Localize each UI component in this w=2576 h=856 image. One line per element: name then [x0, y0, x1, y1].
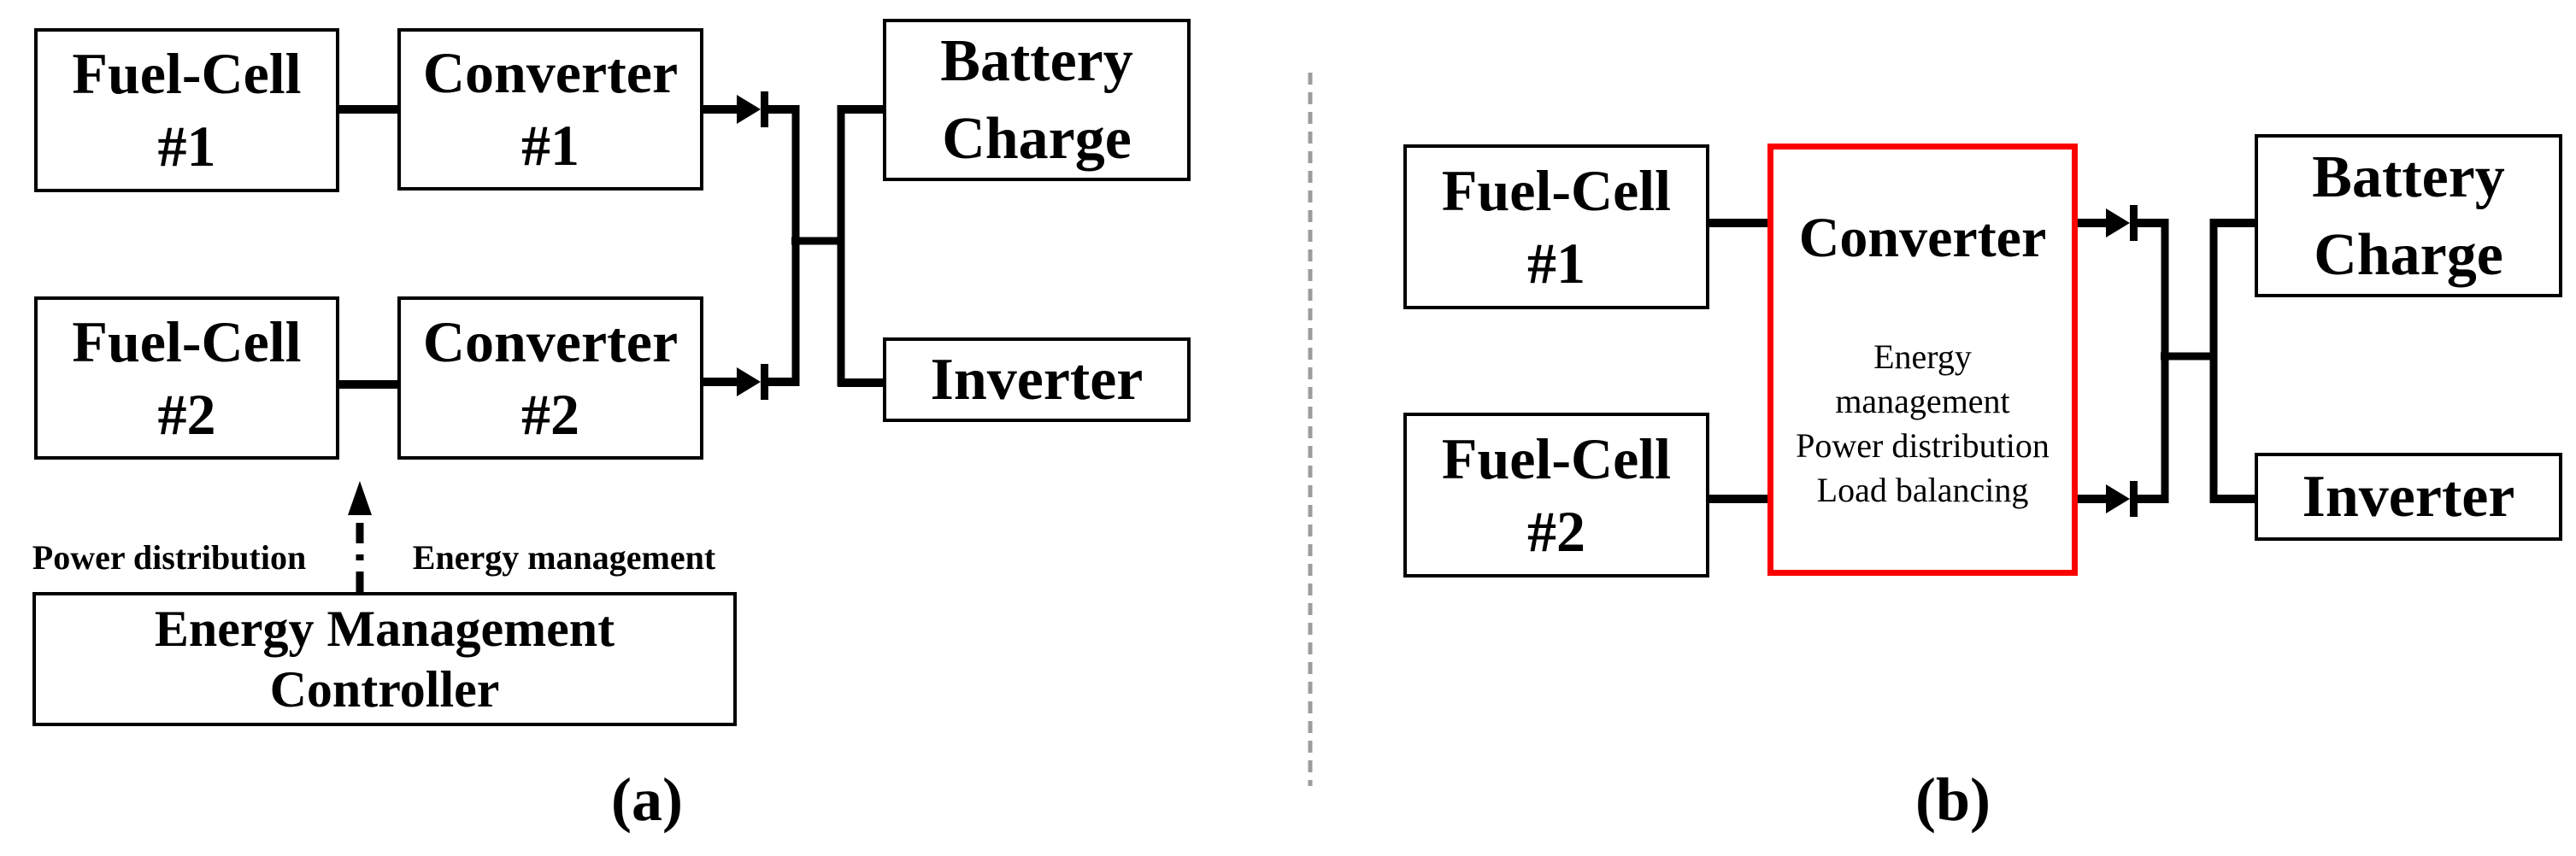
panel-b-caption: (b)	[1915, 765, 1991, 834]
box-label: Converter	[422, 308, 679, 374]
fuel-cell-1-box-b: Fuel-Cell #1	[1403, 144, 1709, 309]
converter-function: management	[1835, 382, 2010, 421]
battery-charge-box-b: Battery Charge	[2255, 134, 2562, 297]
fuel-cell-1-box-a: Fuel-Cell #1	[34, 28, 339, 192]
integrated-converter-box-b: Converter Energy management Power distri…	[1767, 144, 2078, 576]
battery-charge-box-a: Battery Charge	[883, 19, 1191, 181]
arrow-up-icon	[348, 481, 372, 515]
box-label: Inverter	[2302, 464, 2515, 530]
box-label: #2	[1527, 498, 1585, 564]
box-label: Charge	[942, 106, 1132, 172]
box-label: Charge	[2314, 221, 2503, 288]
box-label: #1	[521, 113, 579, 178]
box-label: #2	[157, 381, 216, 447]
box-label: Inverter	[930, 347, 1144, 413]
fuel-cell-2-box-b: Fuel-Cell #2	[1403, 413, 1709, 578]
fuel-cell-2-box-a: Fuel-Cell #2	[34, 296, 339, 460]
box-label: Fuel-Cell	[72, 41, 302, 106]
panel-a-caption: (a)	[611, 765, 683, 834]
box-label: #1	[1527, 230, 1585, 296]
box-label: Battery	[2312, 144, 2505, 210]
converter-function-list: Energy management Power distribution Loa…	[1796, 335, 2050, 513]
diode-icon	[2106, 205, 2138, 241]
box-label: Controller	[269, 660, 500, 718]
diode-icon	[2106, 481, 2138, 517]
energy-management-label-a: Energy management	[412, 538, 716, 577]
diode-icon	[737, 364, 768, 400]
converter-function: Energy	[1873, 337, 1972, 377]
power-distribution-label-a: Power distribution	[32, 538, 307, 577]
box-label: Converter	[422, 40, 679, 105]
converter-1-box-a: Converter #1	[397, 28, 703, 191]
box-label: Fuel-Cell	[72, 308, 302, 374]
converter-function: Load balancing	[1816, 471, 2029, 510]
controller-signal-arrow	[348, 481, 372, 592]
diode-icon	[737, 91, 768, 127]
inverter-box-a: Inverter	[883, 337, 1191, 422]
box-label: Fuel-Cell	[1441, 157, 1672, 223]
box-label: Fuel-Cell	[1441, 425, 1672, 491]
box-label: #1	[157, 114, 216, 179]
box-label: Energy Management	[154, 601, 615, 658]
box-label: #2	[521, 381, 579, 447]
box-label: Battery	[940, 28, 1133, 94]
box-title: Converter	[1798, 207, 2047, 269]
inverter-box-b: Inverter	[2255, 453, 2562, 541]
converter-2-box-a: Converter #2	[397, 296, 703, 460]
converter-function: Power distribution	[1796, 426, 2050, 466]
energy-management-controller-box-a: Energy Management Controller	[32, 592, 737, 726]
